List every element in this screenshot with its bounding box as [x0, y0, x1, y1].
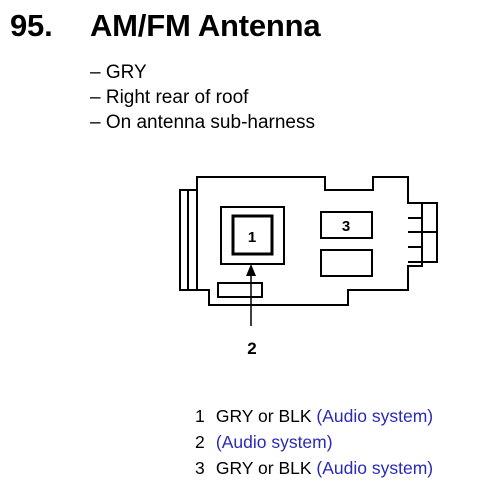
terminal-1-inner	[231, 214, 274, 256]
attribute-location: – Right rear of roof	[90, 87, 249, 108]
pin-system-link[interactable]: (Audio system)	[316, 458, 434, 478]
connector-housing	[179, 176, 423, 306]
pin-wire-color: GRY or BLK	[215, 458, 312, 478]
pin-system-link[interactable]: (Audio system)	[215, 432, 333, 452]
component-heading: 95. AM/FM Antenna	[10, 8, 321, 44]
component-name: AM/FM Antenna	[90, 8, 321, 43]
pin-list: 1 GRY or BLK (Audio system) 2 (Audio sys…	[195, 403, 433, 481]
terminal-1-outer	[220, 206, 285, 265]
attribute-harness: – On antenna sub-harness	[90, 112, 315, 133]
pin-wire-color: GRY or BLK	[215, 406, 312, 426]
pin-number: 3	[195, 458, 205, 478]
terminal-3-cavity	[320, 211, 373, 239]
pin-row-2: 2 (Audio system)	[195, 429, 433, 455]
connector-left-latch	[187, 190, 198, 290]
terminal-1-label: 1	[248, 229, 256, 246]
callout-arrowhead	[246, 264, 256, 276]
terminal-2-cavity	[320, 249, 373, 277]
pin-system-link[interactable]: (Audio system)	[316, 406, 434, 426]
pin-number: 1	[195, 406, 205, 426]
pin-row-3: 3 GRY or BLK (Audio system)	[195, 455, 433, 481]
pin-row-1: 1 GRY or BLK (Audio system)	[195, 403, 433, 429]
connector-lock-tab	[217, 282, 263, 298]
pin-number: 2	[195, 432, 205, 452]
callout-label: 2	[247, 339, 256, 358]
attribute-color: – GRY	[90, 62, 147, 83]
component-number: 95.	[10, 8, 53, 43]
connector-right-latch	[408, 202, 438, 263]
terminal-3-label: 3	[342, 218, 350, 235]
component-attributes: – GRY – Right rear of roof – On antenna …	[90, 60, 315, 135]
